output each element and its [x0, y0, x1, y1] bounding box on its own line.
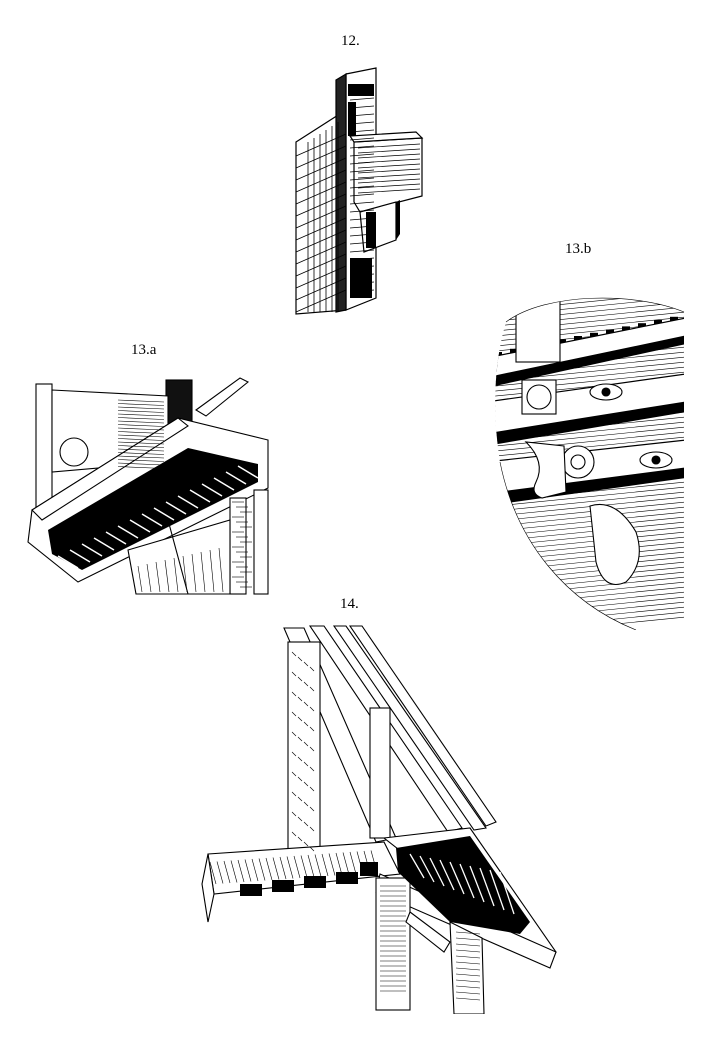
- figure-14-roof-framing-illustration: [201, 625, 557, 1014]
- figure-14-label: 14.: [340, 596, 359, 612]
- figure-12-timber-joint-illustration: [295, 67, 424, 315]
- figure-12-label: 12.: [341, 33, 360, 49]
- figure-13a-label: 13.a: [131, 342, 157, 358]
- figure-13b-carved-cornice-illustration: [495, 297, 685, 630]
- figure-13b-label: 13.b: [565, 241, 592, 257]
- figure-13a-eaves-illustration: [27, 377, 269, 595]
